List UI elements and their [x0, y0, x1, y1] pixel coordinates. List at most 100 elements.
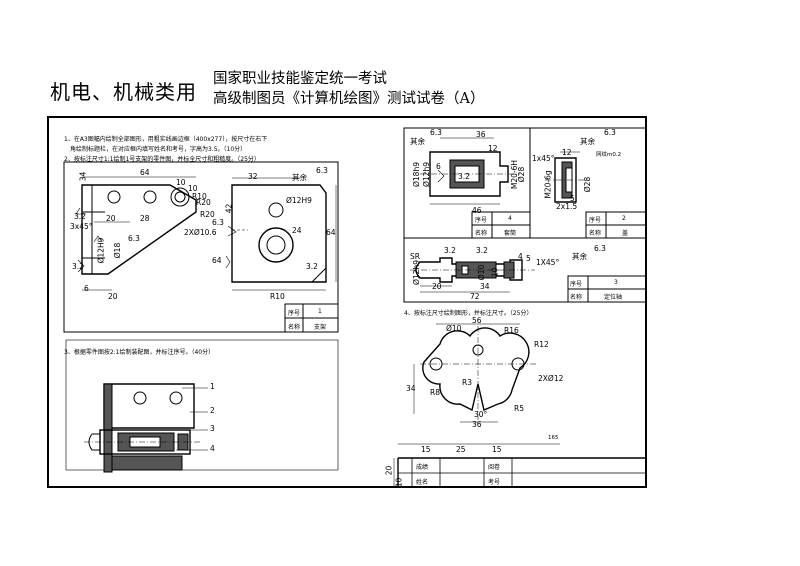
- chamfer-3x45: 3x45°: [70, 222, 93, 231]
- balloon-1: 1: [210, 382, 215, 391]
- dim-1x45-part4: 1X45°: [536, 258, 560, 267]
- balloon-3: 3: [210, 424, 215, 433]
- dim-o12h9-front: Ø12H9: [286, 196, 312, 205]
- rough-6-3-front: 6.3: [212, 218, 224, 227]
- part2-mingcheng: 套筒: [504, 230, 517, 237]
- fig4-dim-o10: Ø10: [446, 324, 462, 333]
- cap-outline: [554, 157, 577, 203]
- tb-kaohao: 考号: [488, 479, 501, 486]
- rough-3-2-a: 3.2: [444, 246, 456, 255]
- assembly-bracket: [103, 383, 195, 429]
- rough-6-3-side: 6.3: [128, 234, 140, 243]
- tb-total-165: 165: [548, 435, 559, 441]
- part3-mingcheng: 盖: [622, 230, 629, 237]
- exam-title-line2: 高级制图员《计算机绘图》测试试卷（A）: [213, 91, 485, 107]
- dim-10-part4: 10: [490, 267, 500, 278]
- dim-1x45: 1x45°: [532, 154, 555, 163]
- tb-chengji: 成绩: [416, 464, 429, 471]
- part1-mingcheng: 支架: [314, 324, 327, 331]
- tb-yuejuan: 阅卷: [488, 464, 501, 471]
- dim-4-part4: 4: [518, 252, 523, 261]
- figure4-outline: [422, 327, 530, 412]
- dim-64-top: 64: [140, 168, 150, 177]
- dim-20: 20: [106, 214, 116, 223]
- category-title: 机电、机械类用: [50, 80, 197, 104]
- dim-sr: SR: [410, 252, 420, 261]
- dim-o28-part3: Ø28: [583, 176, 593, 193]
- bracket-hole-b: [143, 190, 157, 204]
- qiyu-part2: 其余: [410, 137, 425, 146]
- front-bore: [266, 235, 286, 255]
- bracket-front-view: [231, 184, 327, 283]
- dim-28: 28: [140, 214, 150, 223]
- dim-o18h9: Ø18h9: [411, 162, 421, 187]
- rough-3-2-part2: 3.2: [458, 172, 470, 181]
- dim-o12h9-part2: Ø12h9: [421, 162, 431, 187]
- balloon-4: 4: [210, 444, 215, 453]
- rough-qiyu-part1: 6.3: [316, 166, 328, 175]
- bracket-boss: [170, 187, 190, 207]
- task1-line2: 角绘制标题栏，在对应框内填写姓名和考号，字高为3.5。（10分）: [70, 146, 247, 153]
- part2-mingcheng-label: 名称: [475, 230, 488, 237]
- fig4-dim-34: 34: [406, 384, 416, 393]
- bracket-foot: [81, 184, 93, 275]
- dim-5-part3: 5: [570, 194, 575, 203]
- part4-mingcheng: 定位轴: [604, 294, 623, 301]
- rough-part3: 6.3: [604, 128, 616, 137]
- part3-xuhao: 2: [622, 215, 626, 222]
- dim-46: 46: [472, 206, 482, 215]
- dim-6: 6: [84, 284, 89, 293]
- rough-3-2: 3.2: [74, 212, 86, 221]
- fig4-dim-r12: R12: [534, 340, 549, 349]
- task3: 3、根据零件图按2:1绘制装配图，并标注序号。（40分）: [64, 349, 215, 356]
- qiyu-part3: 其余: [580, 137, 595, 146]
- front-hole-top: [268, 202, 284, 218]
- exam-title-line1: 国家职业技能鉴定统一考试: [213, 71, 387, 87]
- part4-xuhao-label: 序号: [570, 281, 583, 288]
- dim-42: 42: [224, 203, 234, 214]
- part1-xuhao-label: 序号: [288, 310, 301, 317]
- part4-frame: [403, 237, 647, 303]
- part1-mingcheng-label: 名称: [288, 324, 301, 331]
- dim-6-part2: 6: [436, 162, 441, 171]
- fig4-dim-2xo12: 2XØ12: [538, 374, 564, 383]
- task4: 4、按标注尺寸绘制图形，并标注尺寸。（25分）: [404, 310, 533, 317]
- rough-3-2-side-b: 3.2: [72, 262, 84, 271]
- dim-34-part4: 34: [480, 282, 490, 291]
- fig4-dim-r5: R5: [514, 404, 524, 413]
- rough-3-2-b: 3.2: [476, 246, 488, 255]
- qiyu-part4: 其余: [572, 252, 587, 261]
- dim-12-part2: 12: [488, 144, 498, 153]
- dim-r10-side: R10: [192, 192, 207, 201]
- dim-5-part4: 5: [526, 254, 531, 263]
- task1-line1: 1、在A3图幅内绘制全部图形，用粗实线画边框（400x277），按尺寸在右下: [64, 136, 268, 143]
- knurl-note: 网纹m0.2: [596, 152, 622, 158]
- dim-20-part4: 20: [432, 282, 442, 291]
- dim-r20-b: R20: [200, 210, 215, 219]
- part3-xuhao-label: 序号: [589, 217, 602, 224]
- part4-xuhao: 3: [614, 279, 618, 286]
- part1-frame: [63, 161, 339, 333]
- tb-height-10: 10: [394, 477, 404, 488]
- fig4-dim-30deg: 30°: [474, 410, 488, 419]
- part2-xuhao: 4: [508, 215, 512, 222]
- dim-10-a: 10: [176, 178, 186, 187]
- qiyu-part1: 其余: [292, 173, 307, 182]
- tb-xingming: 姓名: [416, 479, 429, 486]
- dim-32: 32: [248, 172, 258, 181]
- dim-o10-part4: Ø10: [477, 264, 487, 281]
- tb-height-20: 20: [384, 465, 394, 476]
- dim-r20: R20: [196, 198, 211, 207]
- rough-part4: 6.3: [594, 244, 606, 253]
- fig4-dim-r3: R3: [462, 378, 472, 387]
- tb-width-15b: 15: [492, 445, 502, 454]
- dim-20-bottom: 20: [108, 292, 118, 301]
- fig4-dim-36: 36: [472, 420, 482, 429]
- dim-o12h9-side: Ø12H9: [96, 237, 106, 264]
- dim-64-right: 64: [326, 228, 336, 237]
- part3-mingcheng-label: 名称: [589, 230, 602, 237]
- dim-36: 36: [476, 130, 486, 139]
- dim-10-b: 10: [188, 184, 198, 193]
- dim-24: 24: [292, 226, 302, 235]
